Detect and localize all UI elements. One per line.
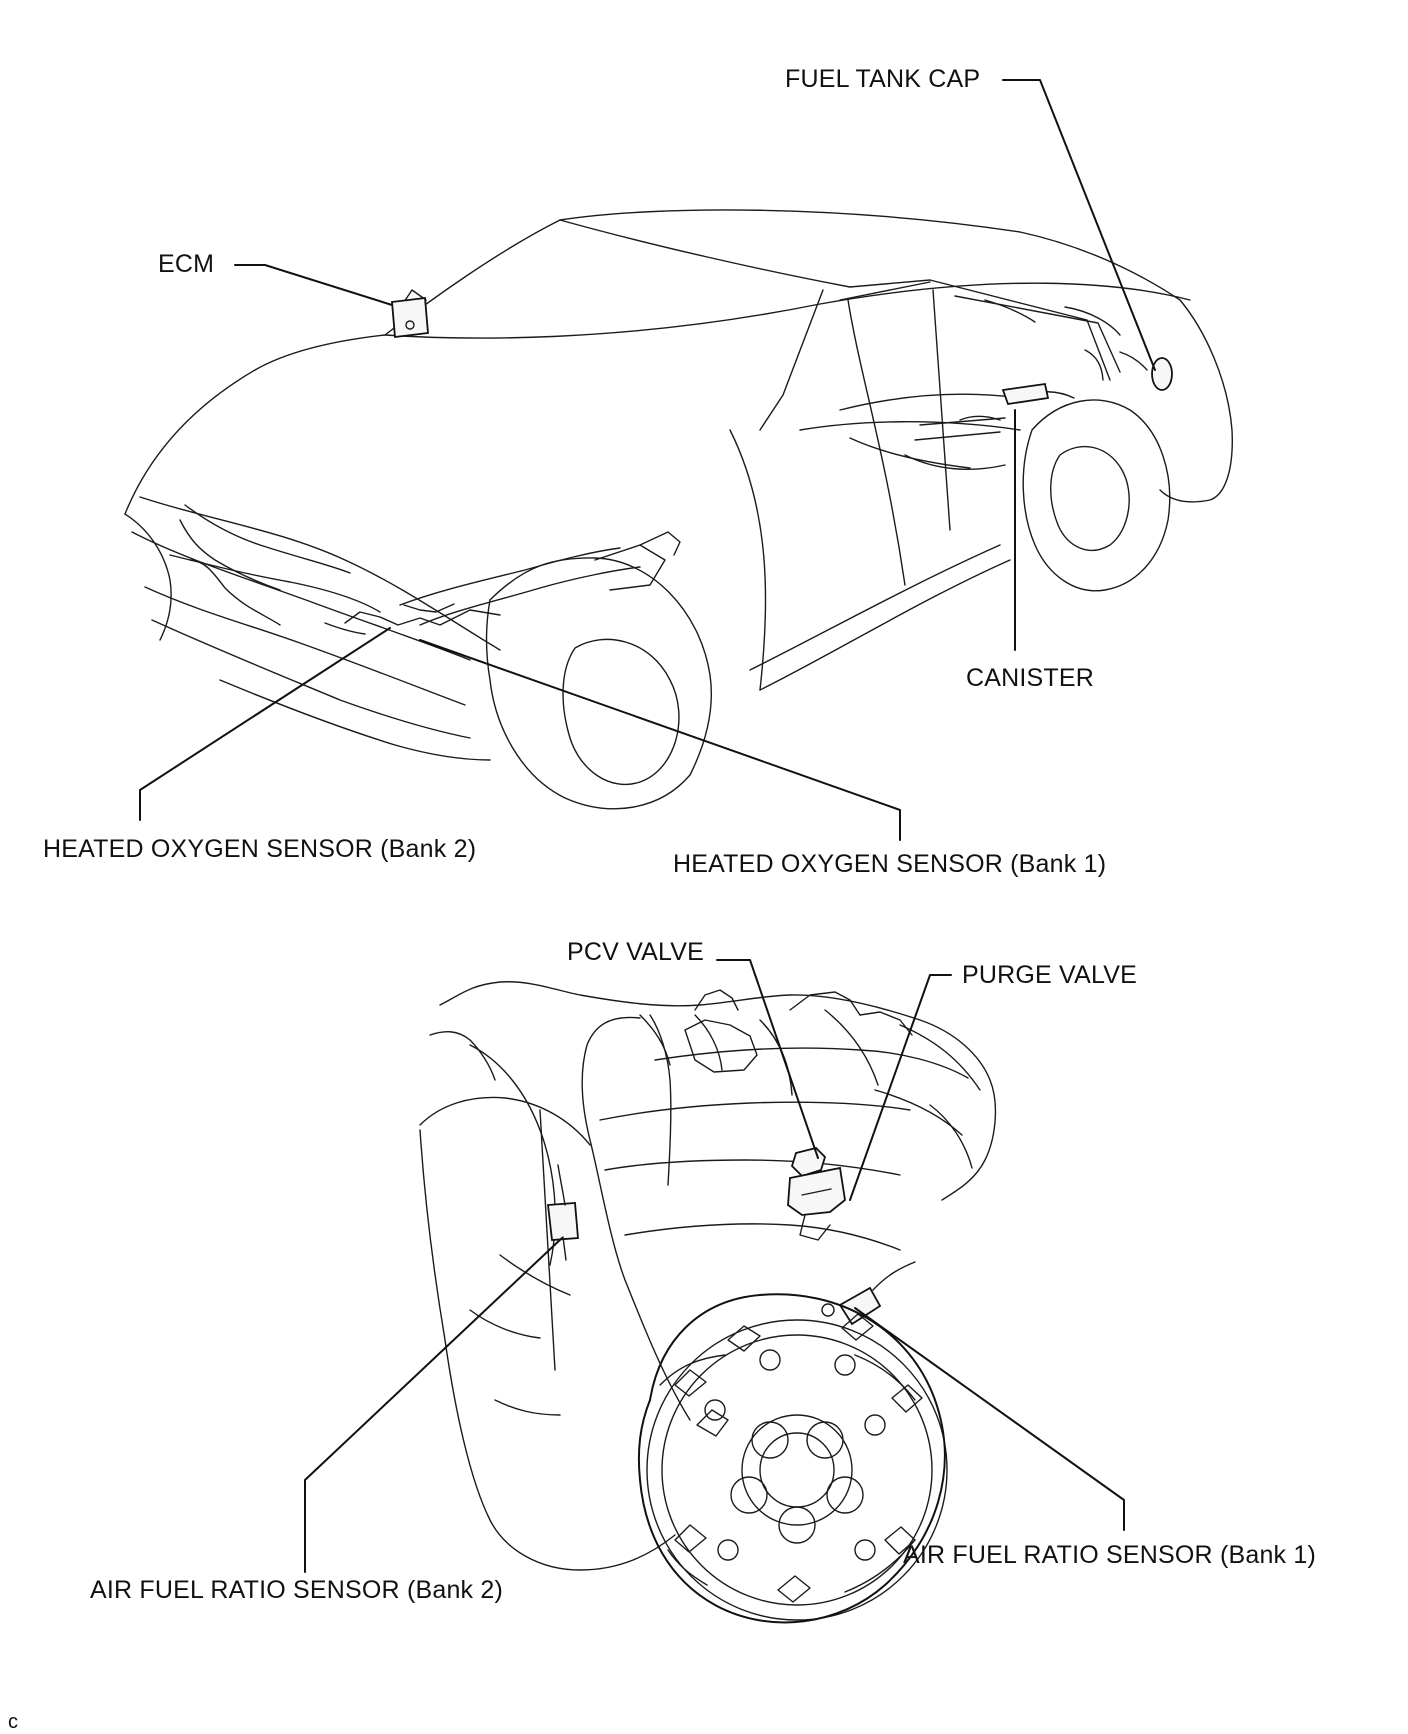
heated-oxygen-sensor-bank2-leader bbox=[139, 627, 391, 821]
air-fuel-ratio-sensor-bank2-label: AIR FUEL RATIO SENSOR (Bank 2) bbox=[90, 1576, 504, 1604]
fuel-tank-cap-label: FUEL TANK CAP bbox=[785, 65, 981, 93]
leader-lines bbox=[139, 79, 1156, 1573]
air-fuel-ratio-sensor-bank1-label: AIR FUEL RATIO SENSOR (Bank 1) bbox=[903, 1541, 1317, 1569]
vehicle-illustration bbox=[124, 209, 1233, 810]
pcv-valve-label: PCV VALVE bbox=[567, 938, 705, 966]
purge-valve-label: PURGE VALVE bbox=[962, 961, 1137, 989]
engine-illustration bbox=[419, 981, 997, 1624]
heated-oxygen-sensor-bank1-leader bbox=[419, 639, 901, 841]
heated-oxygen-sensor-bank2-label: HEATED OXYGEN SENSOR (Bank 2) bbox=[43, 835, 477, 863]
fuel-tank-cap-leader bbox=[1002, 79, 1156, 371]
canister-label: CANISTER bbox=[966, 664, 1095, 692]
purge-valve-leader bbox=[849, 974, 952, 1201]
ecm-label: ECM bbox=[158, 250, 215, 278]
ecm-leader bbox=[234, 264, 393, 306]
corner-mark: c bbox=[8, 1711, 18, 1733]
air-fuel-ratio-sensor-bank2-leader bbox=[304, 1237, 563, 1573]
heated-oxygen-sensor-bank1-label: HEATED OXYGEN SENSOR (Bank 1) bbox=[673, 850, 1107, 878]
pcv-valve-leader bbox=[716, 959, 819, 1159]
air-fuel-ratio-sensor-bank1-leader bbox=[854, 1307, 1125, 1531]
